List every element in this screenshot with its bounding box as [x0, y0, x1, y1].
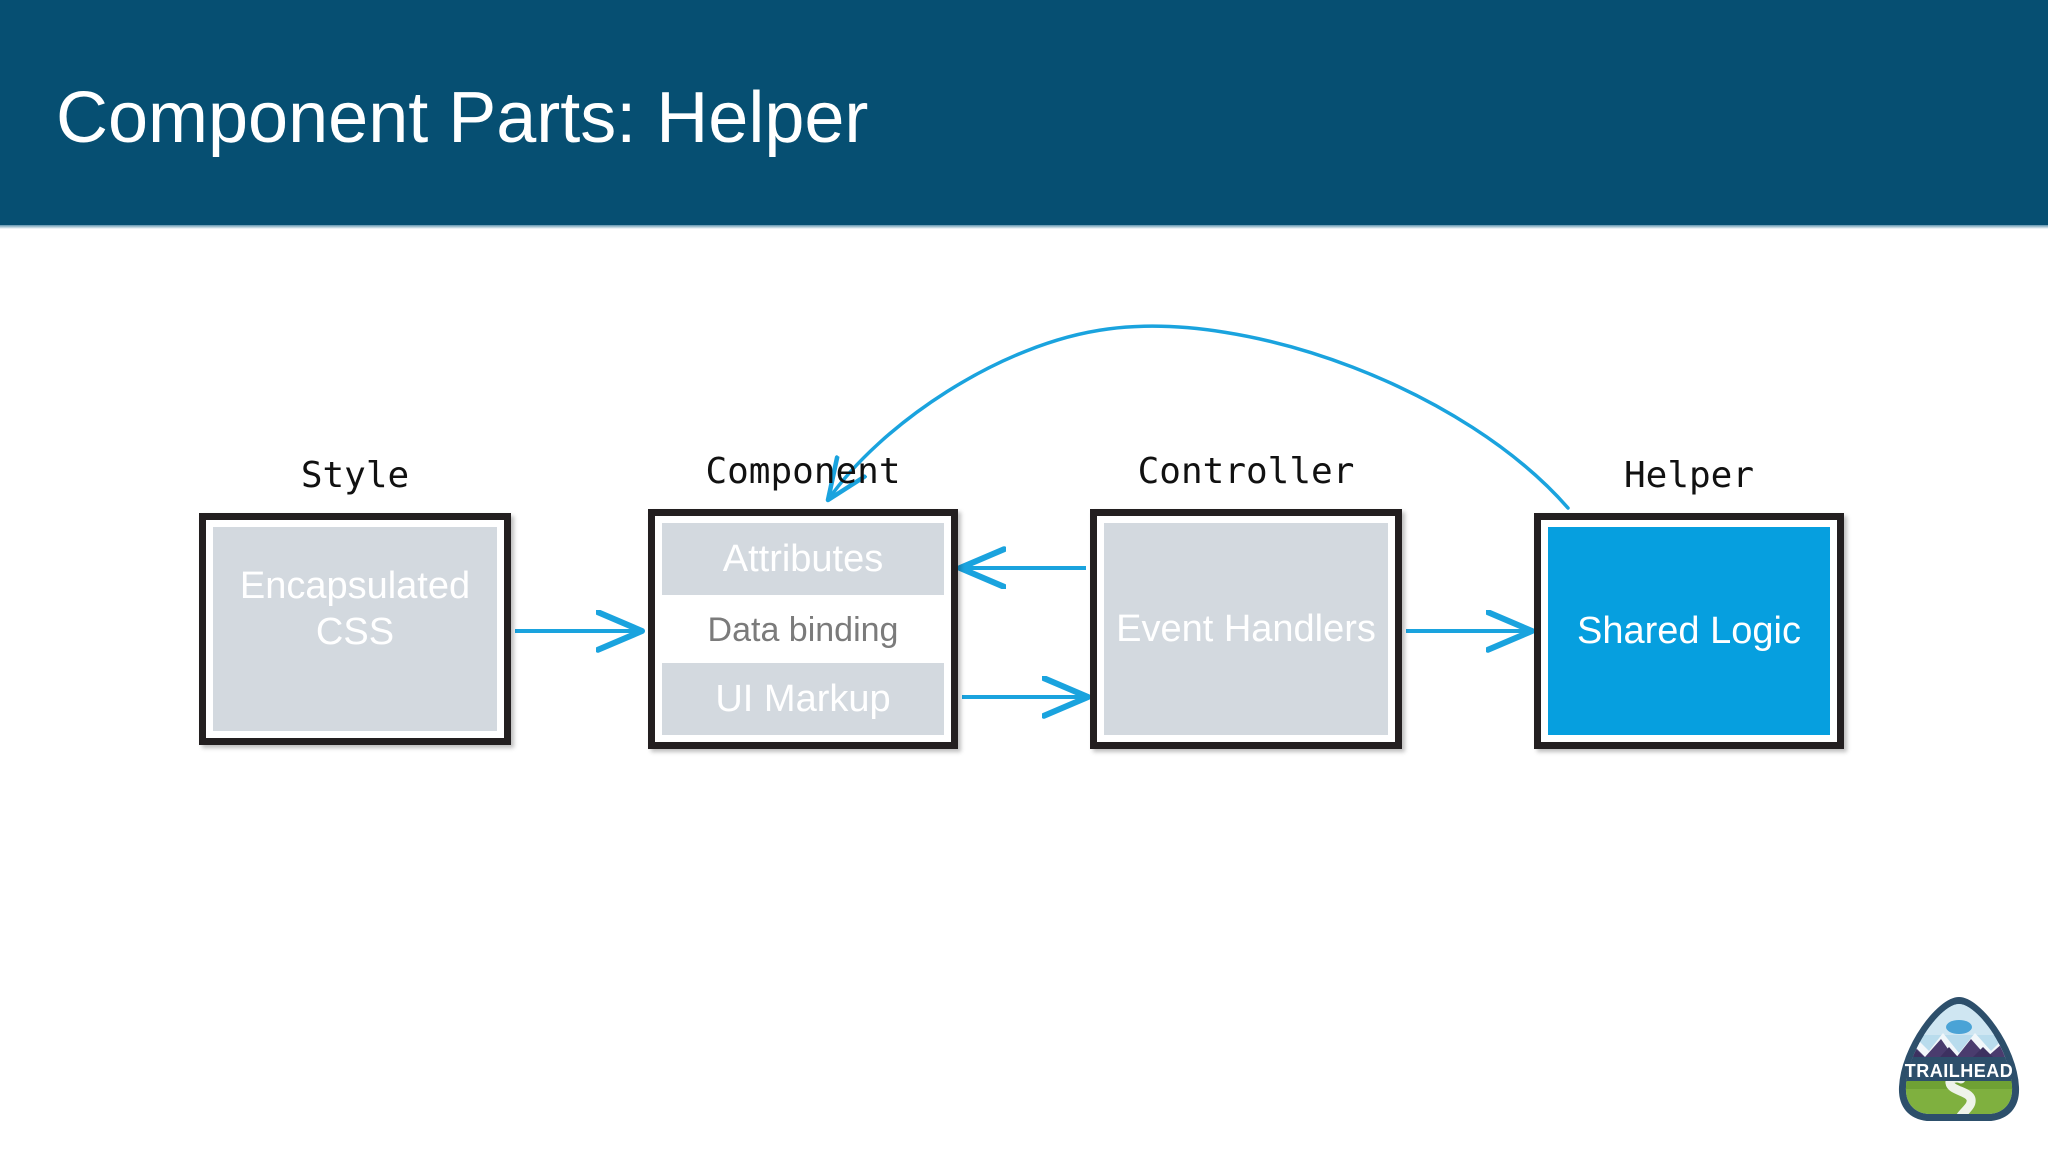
- component-attributes-text: Attributes: [722, 537, 884, 580]
- node-style-label: Style: [300, 455, 410, 496]
- node-component-label: Component: [705, 451, 901, 492]
- component-parts-diagram: Style Encapsulated CSS Component Attribu…: [0, 225, 2048, 1152]
- component-ui-markup-text: UI Markup: [715, 677, 891, 720]
- trailhead-logo: TRAILHEAD: [1898, 997, 2020, 1121]
- node-helper-label: Helper: [1623, 455, 1755, 496]
- node-helper-body: Shared Logic: [1548, 527, 1830, 735]
- node-controller[interactable]: Controller Event Handlers: [1090, 451, 1402, 749]
- node-controller-label: Controller: [1137, 451, 1355, 492]
- component-section-ui-markup: UI Markup: [662, 663, 944, 735]
- trailhead-wordmark: TRAILHEAD: [1905, 1061, 2014, 1081]
- node-component[interactable]: Component Attributes Data binding UI Mar…: [648, 451, 958, 749]
- node-controller-body-text: Event Handlers: [1116, 607, 1376, 650]
- node-style[interactable]: Style Encapsulated CSS: [199, 455, 511, 745]
- node-helper[interactable]: Helper Shared Logic: [1534, 455, 1844, 749]
- component-section-data-binding: Data binding: [662, 595, 944, 665]
- page-title: Component Parts: Helper: [56, 78, 869, 158]
- header-underline-divider: [0, 225, 2048, 229]
- node-style-body-text: Encapsulated CSS: [239, 565, 471, 654]
- component-data-binding-text: Data binding: [707, 610, 899, 649]
- slide-header-band: [0, 0, 2048, 225]
- node-helper-body-text: Shared Logic: [1577, 609, 1801, 652]
- component-section-attributes: Attributes: [662, 523, 944, 595]
- node-controller-body: Event Handlers: [1104, 523, 1388, 735]
- node-style-body: Encapsulated CSS: [213, 527, 497, 731]
